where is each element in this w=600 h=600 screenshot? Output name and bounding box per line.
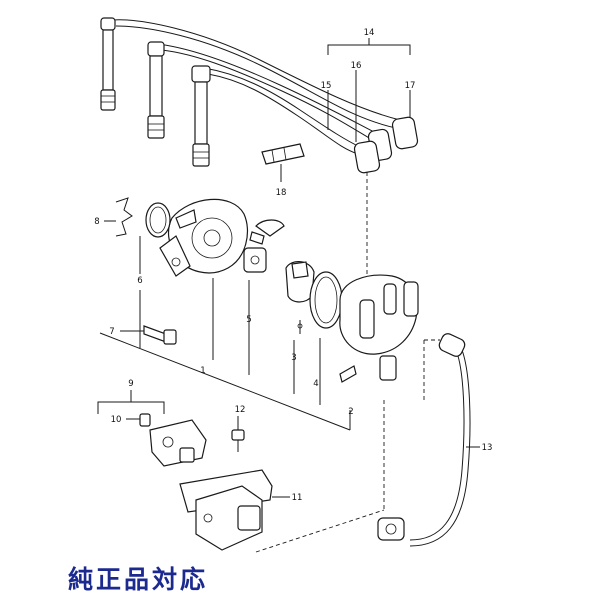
bracket-9 [97, 401, 165, 414]
pickup-coil [243, 219, 285, 273]
distributor-housing [159, 198, 249, 277]
callout-6: 6 [137, 276, 142, 286]
callout-14: 14 [364, 28, 375, 38]
routing-dash-lines-lower [255, 339, 440, 553]
callout-15: 15 [321, 81, 332, 91]
bolt [120, 325, 177, 345]
callout-3: 3 [291, 353, 296, 363]
genuine-parts-caption: 純正品対応 [68, 565, 209, 594]
callout-18: 18 [276, 188, 287, 198]
callout-11: 11 [292, 493, 303, 503]
callout-16: 16 [351, 61, 362, 71]
callout-1: 1 [200, 366, 205, 376]
clip [115, 197, 133, 237]
spark-plug-cord-set [100, 17, 419, 174]
callout-13: 13 [482, 443, 493, 453]
cord-clamp [261, 143, 305, 182]
screw [126, 413, 151, 427]
callout-5: 5 [246, 315, 251, 325]
callout-lines-cords [327, 38, 411, 142]
bolt-12 [231, 416, 245, 452]
coil-cord [377, 333, 480, 547]
distributor-cap [339, 274, 419, 383]
callout-2: 2 [348, 407, 353, 417]
callout-9: 9 [128, 379, 133, 389]
callout-4: 4 [313, 379, 318, 389]
callout-7: 7 [109, 327, 114, 337]
igniter-module [149, 419, 207, 467]
rotor [285, 261, 315, 334]
ignition-coil [195, 485, 290, 551]
callout-8: 8 [94, 217, 99, 227]
callout-10: 10 [111, 415, 122, 425]
callout-17: 17 [405, 81, 416, 91]
callout-12: 12 [235, 405, 246, 415]
distributor-callout-bracket [99, 236, 351, 431]
